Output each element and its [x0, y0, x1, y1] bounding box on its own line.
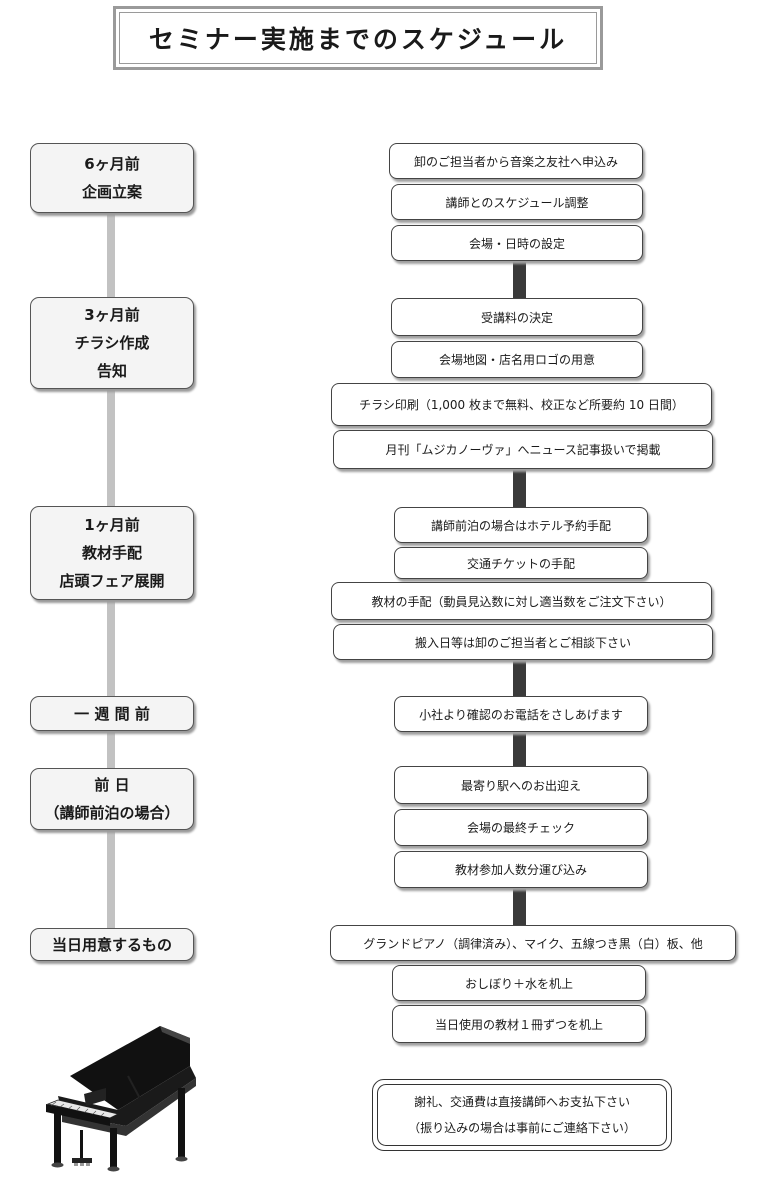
phase-label: 前 日: [94, 776, 130, 794]
phase-label: 3ヶ月前: [84, 306, 140, 324]
phase-label: 企画立案: [81, 183, 142, 201]
step-text: 当日使用の教材１冊ずつを机上: [434, 1017, 603, 1032]
note-line-1: 謝礼、交通費は直接講師へお支払下さい: [413, 1095, 630, 1109]
phase-1-month: 1ヶ月前 教材手配 店頭フェア展開: [30, 506, 194, 600]
step-text: 講師前泊の場合はホテル予約手配: [430, 518, 611, 533]
step-box: 当日使用の教材１冊ずつを机上: [392, 1005, 646, 1043]
flow-connector-3: [513, 660, 526, 696]
step-text: 会場地図・店名用ロゴの用意: [438, 353, 595, 367]
phase-day-before: 前 日 （講師前泊の場合）: [30, 768, 194, 830]
step-box: 会場の最終チェック: [394, 809, 648, 846]
step-box: 卸のご担当者から音楽之友社へ申込み: [389, 143, 643, 179]
flow-connector-4: [513, 732, 526, 766]
phase-on-the-day: 当日用意するもの: [30, 928, 194, 961]
phase-3-months: 3ヶ月前 チラシ作成 告知: [30, 297, 194, 389]
payment-note-frame: 謝礼、交通費は直接講師へお支払下さい （振り込みの場合は事前にご連絡下さい）: [377, 1084, 667, 1146]
grand-piano-icon: [46, 1026, 196, 1172]
phase-label: 教材手配: [81, 544, 142, 562]
step-text: チラシ印刷（1,000 枚まで無料、校正など所要約 10 日間）: [359, 398, 684, 412]
step-box: 講師とのスケジュール調整: [391, 184, 643, 220]
flow-connector-2: [513, 469, 526, 507]
timeline-connector-1: [107, 213, 115, 297]
phase-label: 店頭フェア展開: [59, 572, 165, 590]
step-box: 講師前泊の場合はホテル予約手配: [394, 507, 648, 543]
step-text: 交通チケットの手配: [466, 556, 575, 571]
step-text: 搬入日等は卸のご担当者とご相談下さい: [414, 635, 631, 650]
step-text: 講師とのスケジュール調整: [445, 195, 589, 210]
step-box: 会場・日時の設定: [391, 225, 643, 261]
phase-label: 一 週 間 前: [74, 704, 150, 723]
phase-label: 告知: [96, 362, 127, 380]
phase-label: 1ヶ月前: [84, 516, 140, 534]
step-box: 教材参加人数分運び込み: [394, 851, 648, 888]
step-box: 月刊「ムジカノーヴァ」へニュース記事扱いで掲載: [333, 430, 713, 469]
step-text: 卸のご担当者から音楽之友社へ申込み: [413, 154, 618, 169]
phase-6-months: 6ヶ月前 企画立案: [30, 143, 194, 213]
step-box: 最寄り駅へのお出迎え: [394, 766, 648, 804]
phase-label: チラシ作成: [74, 334, 150, 352]
payment-note: 謝礼、交通費は直接講師へお支払下さい （振り込みの場合は事前にご連絡下さい）: [372, 1079, 672, 1151]
flow-connector-5: [513, 888, 526, 925]
step-box: おしぼり＋水を机上: [392, 965, 646, 1001]
phase-label: 6ヶ月前: [84, 155, 140, 173]
step-box: チラシ印刷（1,000 枚まで無料、校正など所要約 10 日間）: [331, 383, 712, 426]
step-text: 会場の最終チェック: [466, 821, 575, 835]
phase-label: （講師前泊の場合）: [44, 804, 180, 822]
step-box: 会場地図・店名用ロゴの用意: [391, 341, 643, 378]
step-text: グランドピアノ（調律済み）、マイク、五線つき黒（白）板、他: [363, 936, 703, 951]
step-text: 受講料の決定: [480, 310, 553, 325]
step-text: 教材の手配（動員見込数に対し適当数をご注文下さい）: [371, 594, 672, 609]
step-text: 会場・日時の設定: [468, 236, 565, 251]
timeline-connector-4: [107, 731, 115, 768]
step-box: 小社より確認のお電話をさしあげます: [394, 696, 648, 732]
timeline-connector-2: [107, 389, 115, 506]
timeline-connector-3: [107, 600, 115, 696]
step-box: 教材の手配（動員見込数に対し適当数をご注文下さい）: [331, 582, 712, 620]
step-box: 搬入日等は卸のご担当者とご相談下さい: [333, 624, 713, 660]
step-text: 最寄り駅へのお出迎え: [460, 778, 581, 793]
note-line-2: （振り込みの場合は事前にご連絡下さい）: [408, 1121, 636, 1135]
step-text: 教材参加人数分運び込み: [454, 863, 587, 877]
step-text: おしぼり＋水を机上: [464, 976, 573, 991]
step-box: 交通チケットの手配: [394, 547, 648, 579]
phase-label: 当日用意するもの: [51, 935, 172, 954]
step-text: 月刊「ムジカノーヴァ」へニュース記事扱いで掲載: [385, 443, 661, 457]
step-text: 小社より確認のお電話をさしあげます: [419, 707, 623, 722]
flow-connector-1: [513, 261, 526, 299]
title-box: セミナー実施までのスケジュール: [113, 6, 603, 70]
timeline-connector-5: [107, 830, 115, 928]
step-box: 受講料の決定: [391, 298, 643, 336]
step-box: グランドピアノ（調律済み）、マイク、五線つき黒（白）板、他: [330, 925, 736, 961]
phase-1-week: 一 週 間 前: [30, 696, 194, 731]
title-frame: セミナー実施までのスケジュール: [119, 12, 597, 64]
page-title: セミナー実施までのスケジュール: [148, 25, 568, 54]
